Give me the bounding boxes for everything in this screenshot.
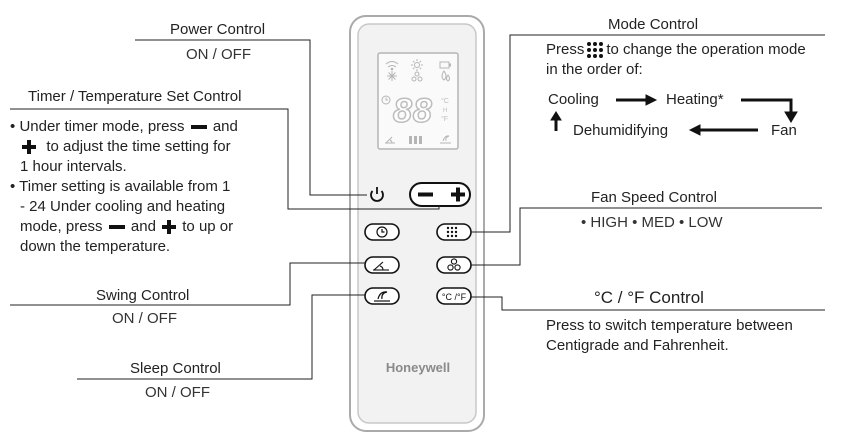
dehumidify-icon	[441, 70, 450, 82]
leader-lines	[10, 34, 825, 380]
minus-icon	[418, 192, 433, 197]
sleep-button[interactable]	[364, 287, 400, 305]
timer-text-2b: - 24 Under cooling and heating	[20, 198, 226, 215]
unit-text-1: Press to switch temperature between	[546, 317, 793, 334]
minus-icon-inline	[190, 125, 207, 130]
lcd-hour-mark: H	[443, 108, 447, 114]
mode-button[interactable]	[436, 223, 472, 241]
timer-text-1b: and	[212, 118, 238, 135]
fan-speed-icon	[447, 258, 461, 271]
timer-button[interactable]	[364, 223, 400, 241]
lcd-sleep-icon	[440, 135, 451, 144]
clock-icon	[376, 226, 388, 238]
lcd-display	[377, 52, 459, 150]
fan-speed-options: • HIGH • MED • LOW	[581, 214, 723, 231]
plus-icon-inline	[22, 140, 36, 155]
mode-dots-icon-inline	[587, 42, 604, 59]
minus-icon-inline-2	[108, 225, 125, 230]
mode-dots-icon	[446, 226, 458, 238]
plus-icon-inline-2	[162, 220, 177, 235]
swing-control-sub: ON / OFF	[112, 310, 177, 327]
wifi-icon	[385, 61, 399, 71]
mode-cooling: Cooling	[548, 91, 599, 108]
swing-control-title: Swing Control	[96, 287, 190, 304]
mode-control-title: Mode Control	[608, 16, 699, 33]
timer-text-2a: Timer setting is available from 1	[19, 178, 231, 195]
fan-speed-leader	[471, 207, 822, 266]
timer-text-2e: to up or	[182, 218, 234, 235]
power-control-sub: ON / OFF	[186, 46, 251, 63]
timer-text-1c: to adjust the time setting for	[46, 138, 231, 155]
bullet-2: •	[10, 178, 16, 195]
power-control-title: Power Control	[170, 21, 266, 38]
mode-leader	[471, 34, 825, 233]
mode-text-a: Press	[546, 41, 585, 58]
fan-icon	[411, 71, 423, 82]
timer-control-title: Timer / Temperature Set Control	[28, 88, 242, 105]
brand-logo: Honeywell	[386, 360, 450, 375]
unit-toggle-button[interactable]: °C /°F	[436, 287, 472, 305]
fan-speed-title: Fan Speed Control	[591, 189, 717, 206]
unit-control-title: °C / °F Control	[594, 288, 704, 307]
mode-fan: Fan	[771, 122, 797, 139]
power-button[interactable]	[368, 186, 386, 204]
lcd-clock-icon	[381, 95, 391, 105]
timer-text-1d: 1 hour intervals.	[20, 158, 127, 175]
lcd-digits: 88	[393, 92, 433, 130]
sleep-control-sub: ON / OFF	[145, 384, 210, 401]
mode-text-c: in the order of:	[546, 61, 643, 78]
mode-heating: Heating*	[666, 91, 724, 108]
unit-toggle-label: °C /°F	[442, 292, 467, 302]
timer-text-2f: down the temperature.	[20, 238, 171, 255]
sleep-leader	[77, 294, 365, 380]
mode-flow-arrows	[550, 94, 798, 136]
sleep-icon	[374, 291, 390, 302]
swing-icon	[373, 261, 389, 271]
power-leader	[135, 39, 367, 196]
unit-control-desc: Press to switch temperature between Cent…	[546, 316, 793, 356]
sleep-control-title: Sleep Control	[130, 360, 221, 377]
timer-text-2c: mode, press	[20, 218, 103, 235]
lcd-celsius-mark: °C	[441, 97, 449, 105]
timer-leader	[10, 108, 440, 210]
lcd-fahrenheit-mark: °F	[441, 115, 448, 123]
mode-dehumidifying: Dehumidifying	[573, 122, 669, 139]
bullet-1: •	[10, 118, 16, 135]
timer-text-2d: and	[130, 218, 156, 235]
timer-control-desc: • Under timer mode, press and to adjust …	[10, 117, 238, 257]
timer-text-1a: Under timer mode, press	[19, 118, 185, 135]
mode-text-b: to change the operation mode	[606, 41, 806, 58]
snowflake-icon	[387, 71, 397, 81]
unit-leader	[471, 296, 825, 311]
battery-icon	[439, 61, 451, 69]
lcd-speed-bars	[409, 136, 422, 144]
minus-plus-button[interactable]	[409, 182, 471, 207]
lcd-swing-icon	[385, 136, 395, 144]
sun-icon	[411, 59, 423, 71]
swing-button[interactable]	[364, 256, 400, 274]
mode-control-desc: Press to change the operation mode in the…	[546, 40, 806, 80]
fan-speed-button[interactable]	[436, 256, 472, 274]
swing-leader	[10, 262, 365, 306]
unit-text-2: Centigrade and Fahrenheit.	[546, 337, 729, 354]
